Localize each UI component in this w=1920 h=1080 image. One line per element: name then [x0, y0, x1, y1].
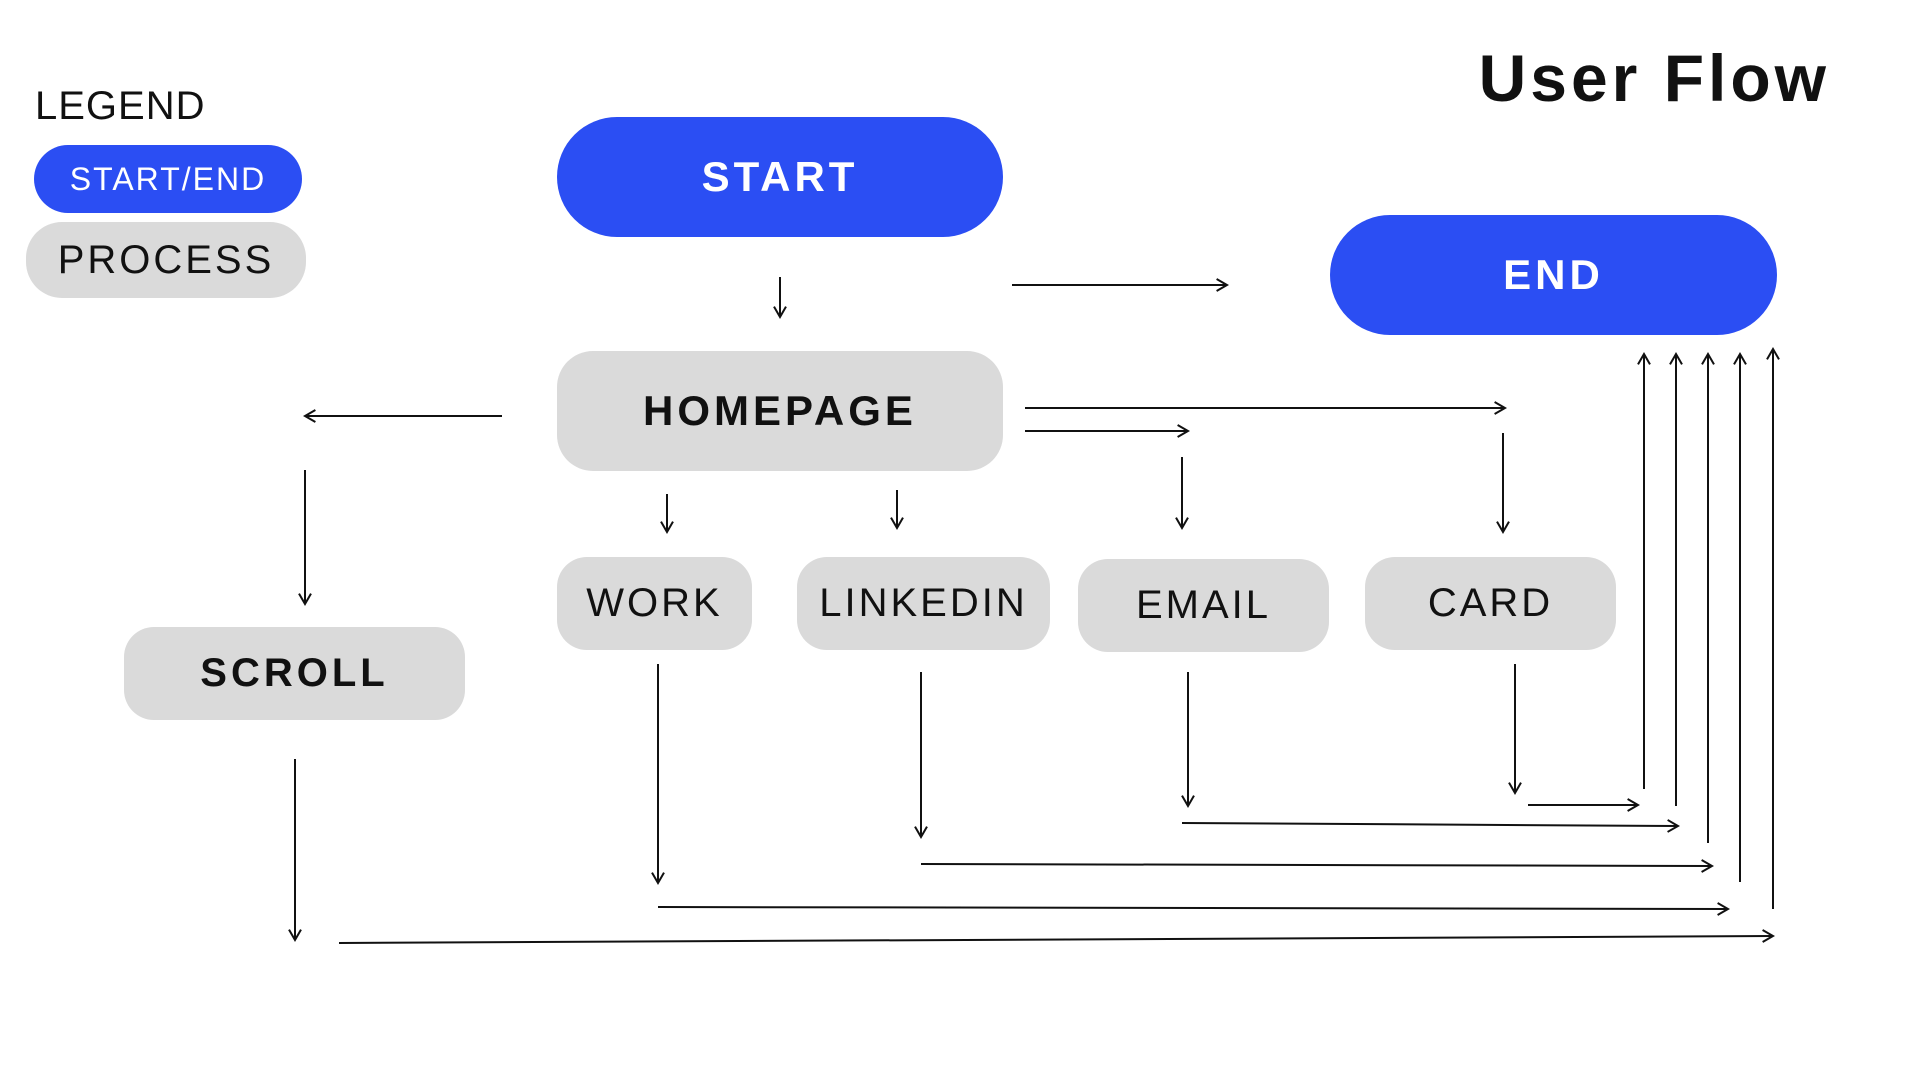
- arrow-bus-up-4: [1733, 352, 1747, 882]
- homepage-node: HOMEPAGE: [557, 351, 1003, 471]
- arrow-homepage-to-scroll-left: [303, 409, 502, 423]
- arrow-bus-up-2: [1669, 352, 1683, 806]
- card-node: CARD: [1365, 557, 1616, 650]
- work-node: WORK: [557, 557, 752, 650]
- arrow-email-to-bus-right: [1181, 819, 1680, 833]
- arrow-linkedin-to-bus-right: [920, 859, 1714, 873]
- legend-start-end-swatch: START/END: [34, 145, 302, 213]
- arrow-bus-up-5: [1766, 347, 1780, 909]
- arrow-card-right-down: [1496, 433, 1510, 535]
- arrow-card-to-bus-right: [1528, 798, 1641, 812]
- arrow-start-to-end: [1012, 278, 1230, 292]
- arrow-work-down: [651, 664, 665, 886]
- arrow-work-to-bus-right: [657, 902, 1730, 916]
- arrow-homepage-to-card-right: [1025, 401, 1508, 415]
- start-node: START: [557, 117, 1003, 237]
- arrow-email-right-down: [1175, 457, 1189, 531]
- email-node: EMAIL: [1078, 559, 1329, 652]
- legend-title: LEGEND: [35, 84, 206, 128]
- arrow-card-down: [1508, 664, 1522, 796]
- arrow-homepage-to-work: [660, 494, 674, 535]
- arrow-linkedin-down: [914, 672, 928, 840]
- scroll-node: SCROLL: [124, 627, 465, 720]
- end-node: END: [1330, 215, 1777, 335]
- arrow-start-to-homepage: [773, 277, 787, 319]
- arrow-homepage-to-email-right: [1025, 424, 1191, 438]
- arrow-scroll-down: [288, 759, 302, 943]
- arrow-bus-up-1: [1637, 352, 1651, 789]
- arrow-bus-up-3: [1701, 352, 1715, 843]
- arrow-homepage-to-linkedin: [890, 490, 904, 531]
- arrow-scroll-to-bus-right: [338, 929, 1775, 944]
- arrow-scroll-left-down: [298, 470, 312, 607]
- linkedin-node: LINKEDIN: [797, 557, 1050, 650]
- page-title: User Flow: [1478, 41, 1830, 115]
- legend-process-swatch: PROCESS: [26, 222, 306, 298]
- arrow-email-down: [1181, 672, 1195, 809]
